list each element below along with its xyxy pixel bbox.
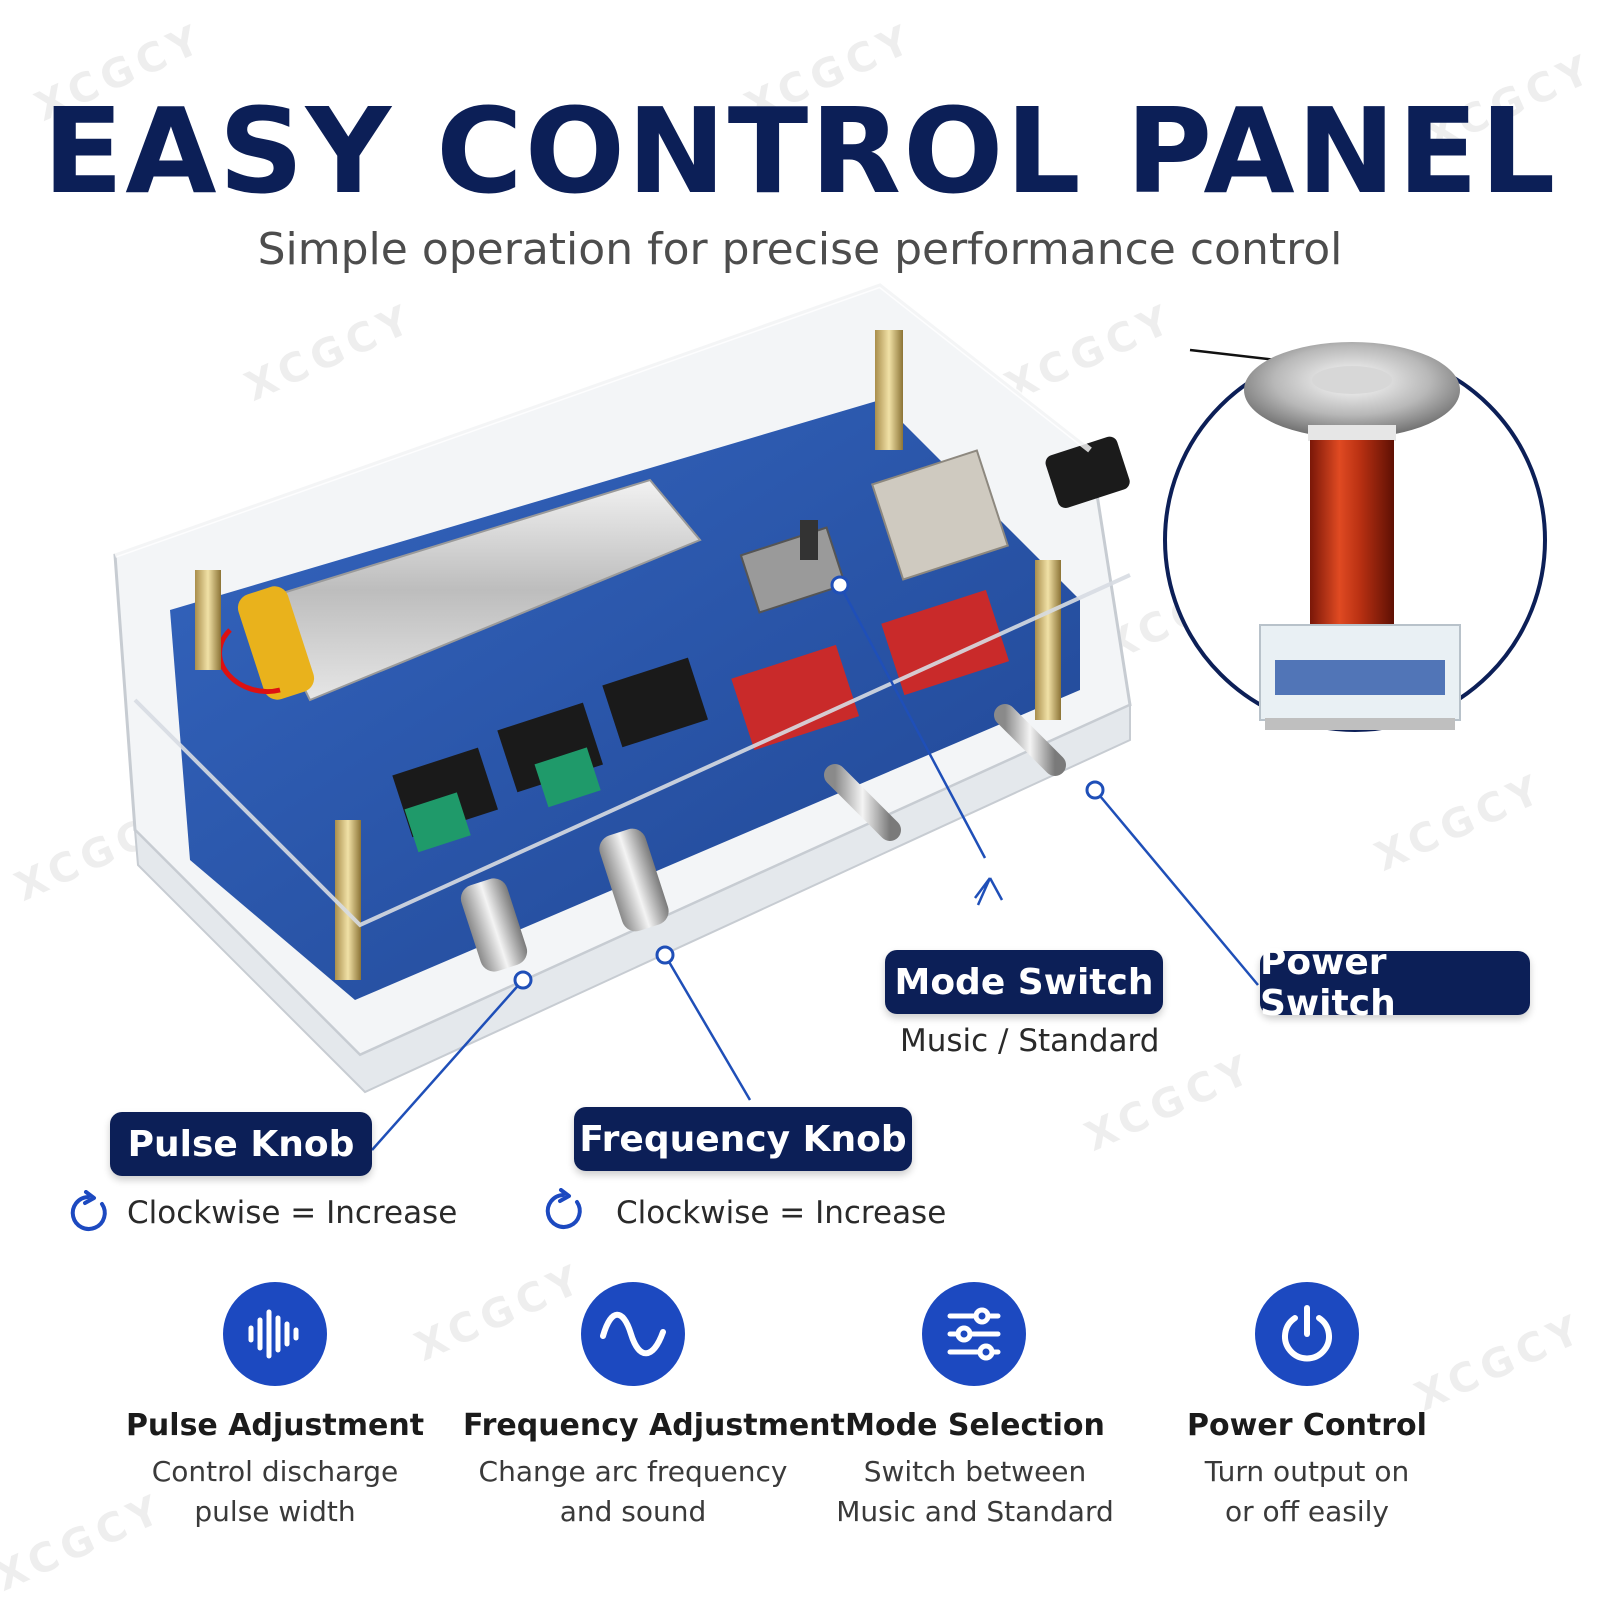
pulse-knob-label: Pulse Knob <box>110 1112 372 1176</box>
mode-switch-label: Mode Switch <box>885 950 1163 1014</box>
feature-title: Power Control <box>1187 1408 1427 1443</box>
feature-title: Frequency Adjustment <box>463 1408 845 1443</box>
page-title: EASY CONTROL PANEL <box>42 82 1558 220</box>
page-subtitle: Simple operation for precise performance… <box>257 224 1343 275</box>
feature-desc: Control discharge pulse width <box>115 1452 435 1532</box>
sine-wave-icon <box>581 1282 685 1386</box>
feature-desc-line: Switch between <box>863 1455 1087 1488</box>
power-switch-label: Power Switch <box>1260 942 1530 1024</box>
feature-title: Mode Selection <box>845 1408 1105 1443</box>
power-icon <box>1255 1282 1359 1386</box>
rotate-clockwise-icon <box>66 1190 112 1236</box>
frequency-knob-label: Frequency Knob <box>574 1107 912 1171</box>
feature-desc-line: or off easily <box>1225 1495 1389 1528</box>
rotate-clockwise-icon <box>541 1188 587 1234</box>
feature-desc-line: Music and Standard <box>836 1495 1114 1528</box>
feature-desc: Change arc frequency and sound <box>463 1452 803 1532</box>
feature-title: Pulse Adjustment <box>125 1408 425 1443</box>
feature-desc-line: and sound <box>559 1495 707 1528</box>
feature-desc-line: Turn output on <box>1204 1455 1410 1488</box>
feature-desc: Turn output on or off easily <box>1147 1452 1467 1532</box>
feature-desc-line: Control discharge <box>151 1455 399 1488</box>
sliders-icon <box>922 1282 1026 1386</box>
mode-switch-note: Music / Standard <box>900 1023 1160 1059</box>
feature-desc: Switch between Music and Standard <box>815 1452 1135 1532</box>
feature-desc-line: pulse width <box>194 1495 356 1528</box>
feature-desc-line: Change arc frequency <box>478 1455 788 1488</box>
frequency-knob-note: Clockwise = Increase <box>616 1195 947 1231</box>
sound-wave-icon <box>223 1282 327 1386</box>
pulse-knob-note: Clockwise = Increase <box>127 1195 458 1231</box>
